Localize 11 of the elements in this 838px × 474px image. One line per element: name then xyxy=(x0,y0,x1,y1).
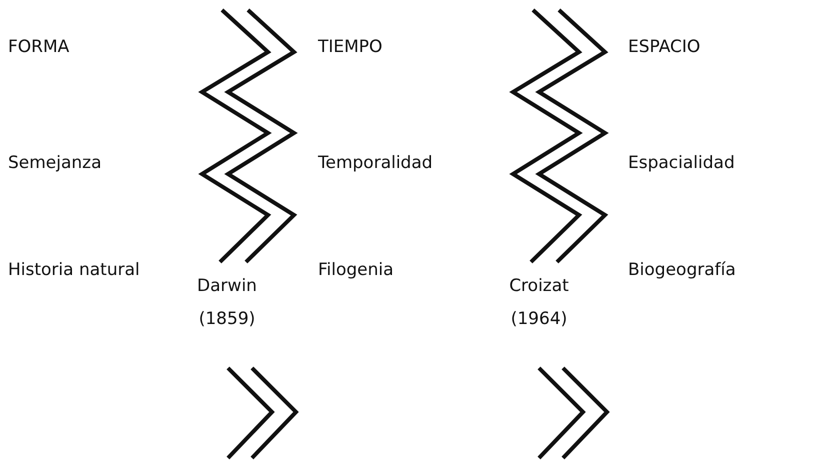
author-year: Darwin (1859) xyxy=(196,275,258,331)
author-year: Croizat (1964) xyxy=(508,275,570,331)
column-term: Espacialidad xyxy=(628,152,735,175)
column-term: Temporalidad xyxy=(318,152,433,175)
column-heading: FORMA xyxy=(8,36,70,59)
column-term: Biogeografía xyxy=(628,259,736,282)
column-heading: ESPACIO xyxy=(628,36,700,59)
column-term: Filogenia xyxy=(318,259,394,282)
column-term: Semejanza xyxy=(8,152,102,175)
column-heading: TIEMPO xyxy=(318,36,382,59)
column-term: Historia natural xyxy=(8,259,140,282)
